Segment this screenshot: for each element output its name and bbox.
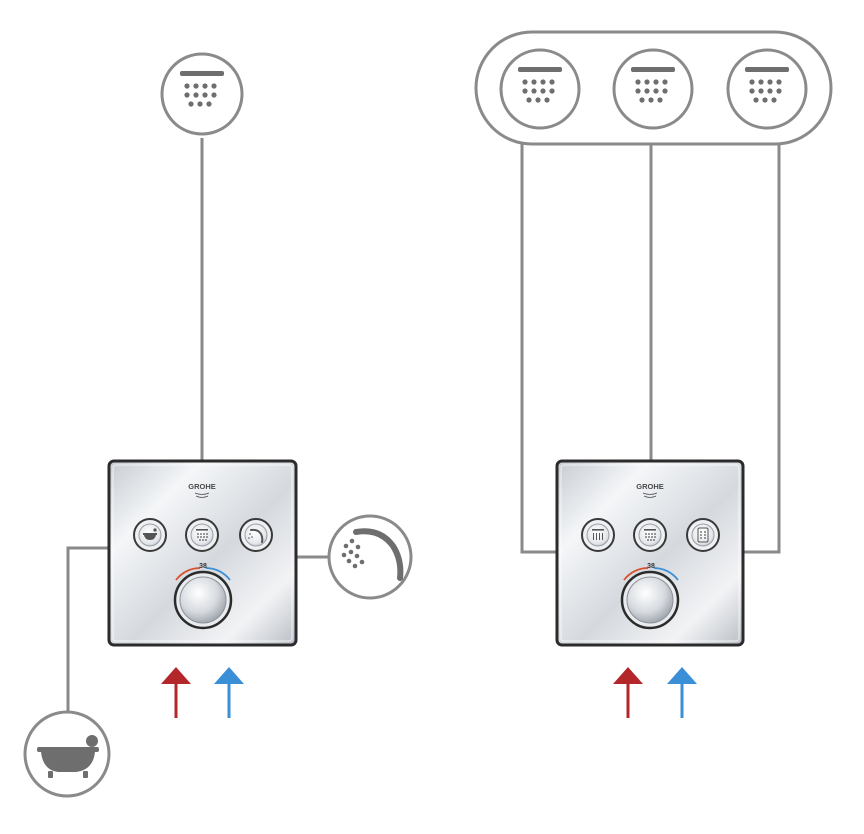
- head-shower-outlet: [160, 52, 244, 136]
- body-jet-button[interactable]: [686, 518, 720, 552]
- right-valve-panel: GROHE: [555, 459, 745, 647]
- bathtub-button[interactable]: [133, 518, 167, 552]
- hand-shower-icon: [341, 528, 404, 581]
- cold-water-arrow: [214, 667, 244, 718]
- head-shower-icon: [518, 67, 562, 103]
- head-shower-icon: [592, 529, 604, 540]
- bathtub-outlet: [23, 710, 111, 798]
- head-shower-button[interactable]: [185, 518, 219, 552]
- cold-water-arrow: [667, 667, 697, 718]
- head-shower-outlet-2: [612, 48, 694, 130]
- hand-shower-button[interactable]: [239, 518, 273, 552]
- brand-logo: GROHE: [636, 482, 664, 491]
- brand-logo: GROHE: [188, 482, 216, 491]
- body-jet-icon: [697, 527, 709, 543]
- left-system: GROHE: [23, 52, 413, 798]
- bathtub-icon: [143, 528, 157, 540]
- bathtub-icon: [37, 735, 99, 778]
- thermostat-knob[interactable]: [620, 570, 680, 630]
- right-system: GROHE: [474, 30, 833, 718]
- outlet-group: [474, 30, 833, 146]
- temperature-scale: 38: [175, 563, 231, 581]
- head-shower-icon: [631, 67, 675, 103]
- head-shower-icon: [180, 71, 224, 107]
- head-shower-icon: [196, 529, 208, 541]
- pipe-to-head-shower-1: [520, 143, 557, 554]
- head-shower-outlet-3: [726, 48, 808, 130]
- temperature-label: 38: [647, 563, 655, 570]
- head-shower-2-button[interactable]: [633, 518, 667, 552]
- pipe-to-bathtub: [66, 546, 109, 711]
- head-shower-1-button[interactable]: [581, 518, 615, 552]
- head-shower-icon: [745, 67, 789, 103]
- hand-shower-icon: [248, 528, 264, 543]
- temperature-scale: 38: [623, 563, 679, 581]
- hot-water-arrow: [613, 667, 643, 718]
- head-shower-icon: [644, 529, 656, 541]
- head-shower-outlet-1: [499, 48, 581, 130]
- temperature-label: 38: [199, 563, 207, 570]
- thermostat-knob[interactable]: [173, 570, 233, 630]
- hand-shower-outlet: [327, 514, 413, 600]
- hot-water-arrow: [161, 667, 191, 718]
- pipe-to-head-shower-3: [743, 143, 781, 554]
- left-valve-panel: GROHE: [107, 459, 298, 647]
